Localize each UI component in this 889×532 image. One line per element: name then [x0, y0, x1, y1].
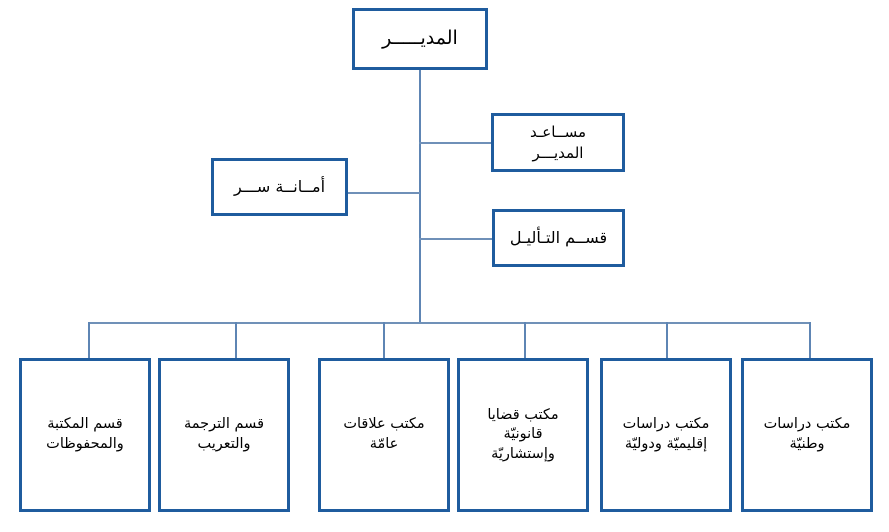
connector-bottom-distribution-bar: [88, 322, 811, 324]
node-library-archives-label: قسم المكتبة والمحفوظات: [46, 416, 124, 452]
node-analysis-department-label: قســم التـأليـل: [509, 228, 608, 248]
node-secretariat-label: أمــانــة ســـر: [233, 177, 326, 197]
node-library-archives[interactable]: قسم المكتبة والمحفوظات: [19, 358, 151, 512]
connector-drop-legal-affairs: [524, 322, 526, 359]
connector-branch-analysis-department: [419, 238, 493, 240]
node-regional-studies-label: مكتب دراسات إقليميّة ودوليّة: [622, 416, 710, 452]
connector-director-trunk: [419, 70, 421, 323]
node-translation[interactable]: قسم الترجمة والتعريب: [158, 358, 290, 512]
node-regional-studies[interactable]: مكتب دراسات إقليميّة ودوليّة: [600, 358, 732, 512]
connector-branch-deputy-director: [419, 142, 492, 144]
connector-drop-national-studies: [809, 322, 811, 359]
node-legal-affairs-label: مكتب قضايا قانونيّة وإستشاريّة: [487, 406, 559, 462]
node-director-label: المديـــــر: [382, 27, 458, 50]
connector-drop-library-archives: [88, 322, 90, 359]
node-analysis-department[interactable]: قســم التـأليـل: [492, 209, 625, 267]
node-deputy-director-label: مســاعـد المديـــر: [530, 123, 586, 162]
connector-drop-translation: [235, 322, 237, 359]
connector-branch-secretariat: [347, 192, 420, 194]
node-national-studies[interactable]: مكتب دراسات وطنيّة: [741, 358, 873, 512]
node-legal-affairs[interactable]: مكتب قضايا قانونيّة وإستشاريّة: [457, 358, 589, 512]
node-director[interactable]: المديـــــر: [352, 8, 488, 70]
node-national-studies-label: مكتب دراسات وطنيّة: [763, 416, 851, 452]
node-translation-label: قسم الترجمة والتعريب: [183, 416, 265, 452]
node-public-relations-label: مكتب علاقات عامّة: [343, 416, 425, 452]
connector-drop-regional-studies: [666, 322, 668, 359]
connector-drop-public-relations: [383, 322, 385, 359]
node-secretariat[interactable]: أمــانــة ســـر: [211, 158, 348, 216]
node-deputy-director[interactable]: مســاعـد المديـــر: [491, 113, 625, 172]
node-public-relations[interactable]: مكتب علاقات عامّة: [318, 358, 450, 512]
